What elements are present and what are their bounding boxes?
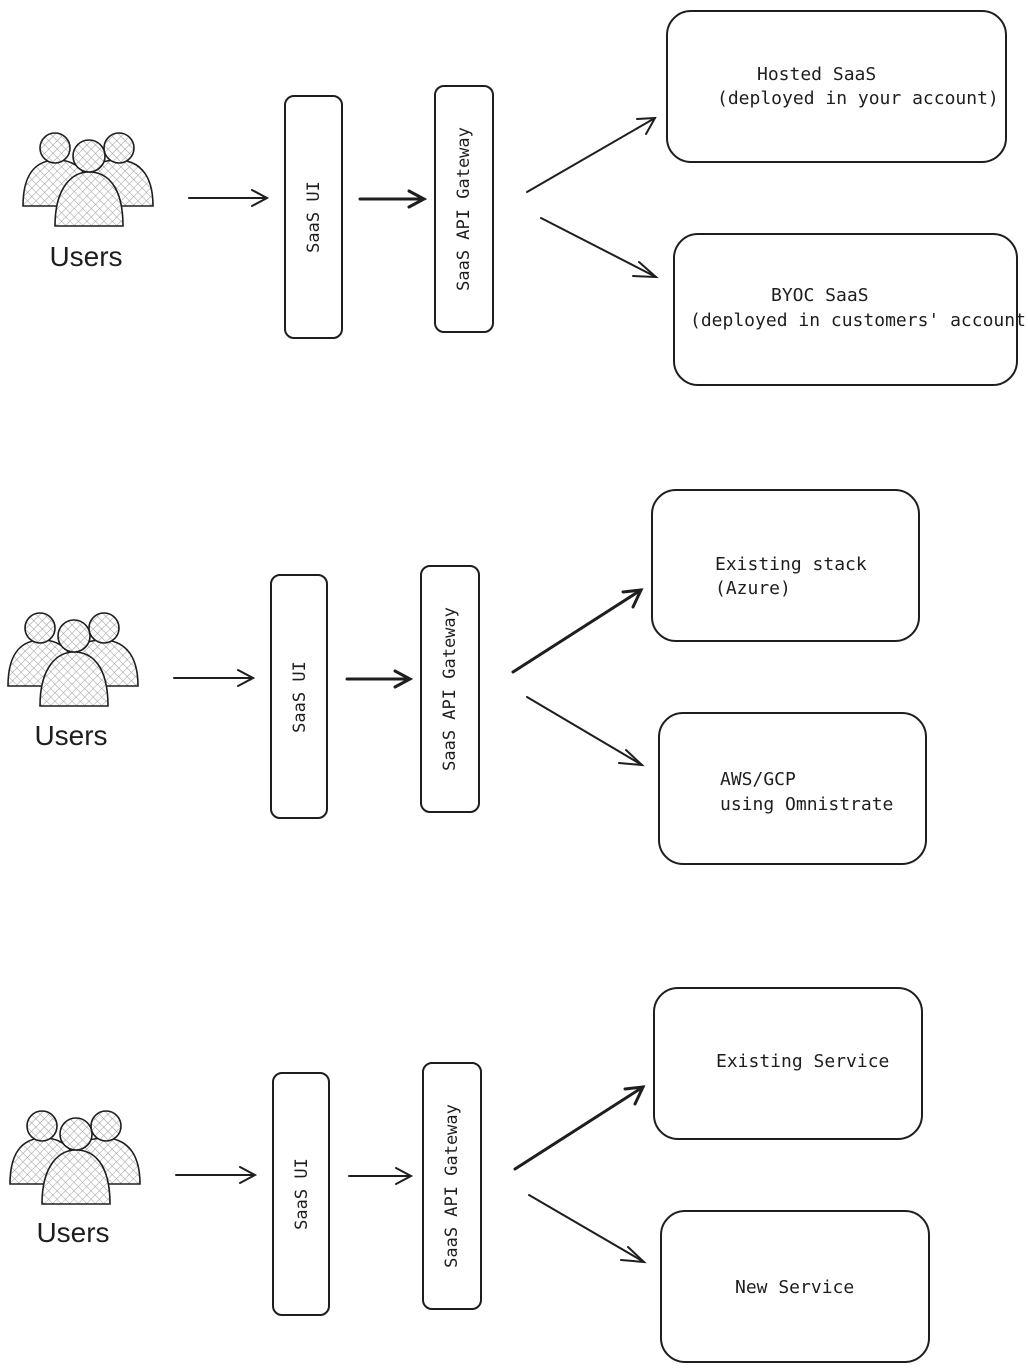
flow-row-3: Users SaaS UI SaaS API Gateway Existing … xyxy=(9,987,930,1363)
target-box-2 xyxy=(660,1210,930,1363)
saas-ui-box xyxy=(284,95,343,339)
target-2-line-2: using Omnistrate xyxy=(720,794,893,815)
arrow-users-to-ui xyxy=(188,189,270,207)
arrow-users-to-ui xyxy=(175,1166,258,1184)
target-2-line-1: AWS/GCP xyxy=(720,769,796,790)
target-box-1 xyxy=(653,987,923,1140)
saas-ui-label: SaaS UI xyxy=(290,661,310,733)
target-1-line-1: Hosted SaaS xyxy=(757,64,876,85)
target-1-line-2: (deployed in your account) xyxy=(717,88,999,109)
target-box-2 xyxy=(658,712,927,865)
users-label: Users xyxy=(34,720,107,751)
api-gateway-label: SaaS API Gateway xyxy=(454,127,474,291)
arrow-gateway-to-target-1 xyxy=(526,116,657,193)
users-icon xyxy=(7,612,139,707)
api-gateway-label: SaaS API Gateway xyxy=(440,607,460,771)
arrow-users-to-ui xyxy=(173,669,256,687)
flow-row-1: Users SaaS UI SaaS API Gateway Hosted Sa… xyxy=(22,10,1028,386)
arrow-gateway-to-target-1 xyxy=(513,1085,646,1171)
saas-ui-box xyxy=(270,574,328,819)
arrow-ui-to-gateway xyxy=(358,189,428,209)
api-gateway-box xyxy=(422,1062,482,1310)
arrow-gateway-to-target-2 xyxy=(528,1194,647,1264)
arrow-ui-to-gateway xyxy=(348,1167,414,1185)
saas-ui-label: SaaS UI xyxy=(292,1158,312,1230)
api-gateway-box xyxy=(420,565,480,813)
target-1-line-2: (Azure) xyxy=(715,578,791,599)
flow-row-2: Users SaaS UI SaaS API Gateway Existing … xyxy=(7,489,927,865)
saas-ui-label: SaaS UI xyxy=(304,181,324,253)
target-2-line-1: BYOC SaaS xyxy=(771,285,869,306)
api-gateway-box xyxy=(434,85,494,333)
target-1-line-1: Existing Service xyxy=(716,1051,889,1072)
api-gateway-label: SaaS API Gateway xyxy=(442,1104,462,1268)
arrow-gateway-to-target-2 xyxy=(540,217,659,279)
arrow-gateway-to-target-2 xyxy=(526,696,645,767)
arrow-gateway-to-target-1 xyxy=(511,588,644,674)
target-2-line-1: New Service xyxy=(735,1277,854,1298)
target-box-1 xyxy=(651,489,920,642)
users-icon xyxy=(9,1110,141,1205)
saas-ui-box xyxy=(272,1072,330,1316)
target-box-2 xyxy=(673,233,1018,386)
arrow-ui-to-gateway xyxy=(345,669,414,689)
target-box-1 xyxy=(666,10,1007,163)
users-label: Users xyxy=(49,241,122,272)
target-2-line-2: (deployed in customers' account) xyxy=(690,310,1028,331)
target-1-line-1: Existing stack xyxy=(715,554,867,575)
users-label: Users xyxy=(36,1217,109,1248)
users-icon xyxy=(22,132,154,227)
